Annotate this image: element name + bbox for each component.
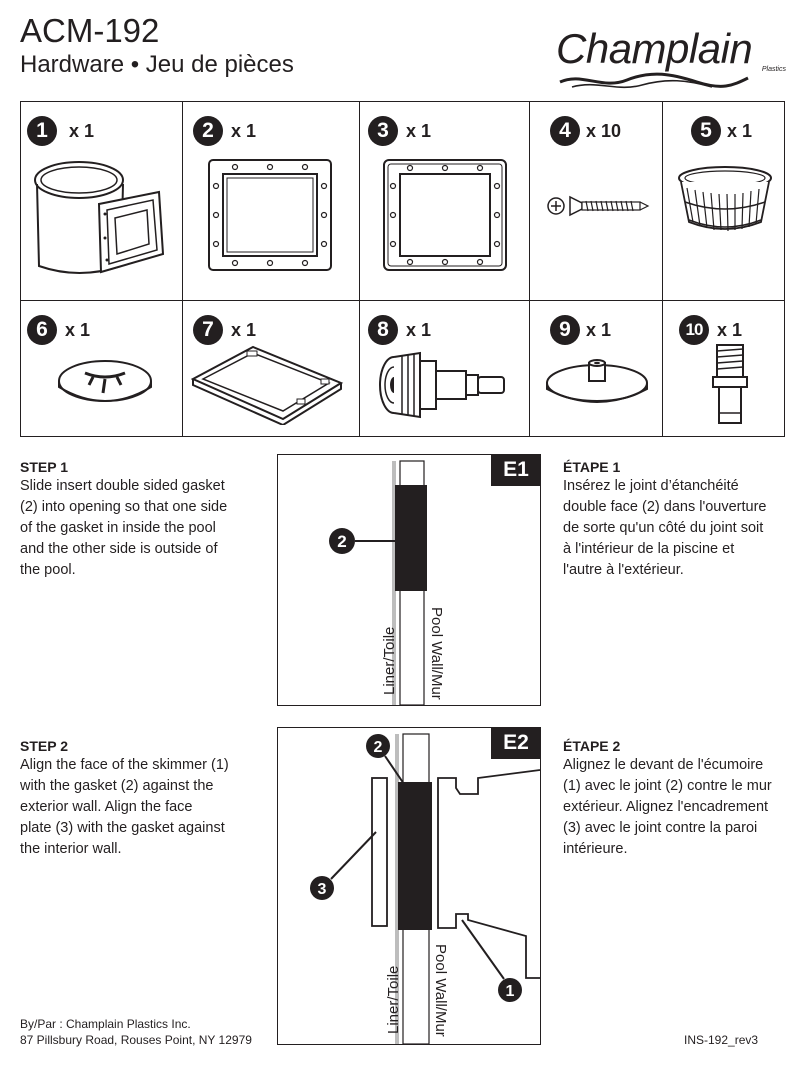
step2-heading-fr: ÉTAPE 2 [563,738,621,754]
part-number-badge: 10 [679,315,709,345]
brand-name: Champlain [556,25,753,72]
part-quantity: x 1 [231,121,257,141]
liner-label: Liner/Toile [385,965,402,1034]
text-line: (1) avec le joint (2) contre le mur [563,778,772,794]
part-number-badge: 4 [550,116,580,146]
text-line: the pool. [20,562,76,578]
disc-icon [546,359,648,403]
text-line: intérieure. [563,841,628,857]
text-line: Alignez le devant de l'écumoire [563,757,764,773]
diagram-e2-drawing: 2 3 1 [310,733,541,1045]
diagram-tag: E2 [491,727,541,759]
footer-by: By/Par : Champlain Plastics Inc. [20,1017,191,1031]
part-cell-9: 9 x 1 [530,301,663,436]
skimmer-body-icon [34,161,165,274]
step2-text-en: Align the face of the skimmer (1) with t… [20,755,229,860]
return-fitting-icon [379,351,505,419]
part-cell-6: 6 x 1 [21,301,183,436]
part-cell-5: 5 x 1 [663,102,784,301]
diagram-e2: 2 3 1 E2 Pool Wall/Mur Liner/Toile [277,727,541,1045]
part-cell-1: 1 x 1 [21,102,183,301]
face-plate-icon [383,159,507,271]
step1-heading-en: STEP 1 [20,459,68,475]
part-quantity: x 1 [586,320,612,340]
text-line: l'autre à l'extérieur. [563,562,684,578]
part-quantity: x 1 [717,320,743,340]
text-line: à l'intérieur de la piscine et [563,541,735,557]
part-number-badge: 7 [193,315,223,345]
brand-logo: Champlain Plastics [552,24,792,94]
text-line: de sorte qu'un côté du joint soit [563,520,764,536]
diagram-e1-drawing: 2 [329,460,427,706]
pool-wall-label: Pool Wall/Mur [428,607,445,700]
part-number-badge: 3 [368,116,398,146]
footer-doc-id: INS-192_rev3 [684,1033,759,1047]
weir-door-icon [191,345,344,425]
text-line: extérieur. Alignez l'encadrement [563,799,769,815]
text-line: (2) into opening so that one side [20,499,228,515]
page-title: ACM-192 [20,12,160,49]
step2-text-fr: Alignez le devant de l'écumoire (1) avec… [563,755,772,860]
part-quantity: x 1 [69,121,95,141]
part-quantity: x 1 [406,121,432,141]
text-line: Slide insert double sided gasket [20,478,225,494]
step1-heading-fr: ÉTAPE 1 [563,459,621,475]
text-line: plate (3) with the gasket against [20,820,225,836]
callout-number: 3 [318,881,327,898]
callout-number: 2 [374,739,383,756]
part-number-badge: 9 [550,315,580,345]
part-quantity: x 1 [65,320,91,340]
page-subtitle: Hardware • Jeu de pièces [20,51,294,78]
lid-icon [58,360,152,402]
footer-address: 87 Pillsbury Road, Rouses Point, NY 1297… [20,1033,252,1047]
callout-number: 1 [506,983,515,1000]
part-cell-4: 4 x 10 [530,102,663,301]
pool-wall-label: Pool Wall/Mur [432,944,449,1037]
liner-label: Liner/Toile [381,626,398,695]
part-cell-10: 10 x 1 [663,301,784,436]
diagram-e1: 2 E1 Pool Wall/Mur Liner/Toile [277,454,541,706]
text-line: (3) avec le joint contre la paroi [563,820,758,836]
parts-grid: 1 x 1 2 x 1 3 x 1 [20,101,785,437]
text-line: double face (2) dans l'ouverture [563,499,767,515]
text-line: of the gasket in inside the pool [20,520,216,536]
screw-icon [547,195,650,217]
step1-text-fr: Insérez le joint d’étanchéité double fac… [563,476,766,581]
part-quantity: x 1 [727,121,753,141]
part-quantity: x 1 [406,320,432,340]
part-number-badge: 5 [691,116,721,146]
gasket-icon [208,159,332,271]
callout-number: 2 [337,532,346,551]
part-number-badge: 6 [27,315,57,345]
part-cell-2: 2 x 1 [183,102,360,301]
part-number-badge: 1 [27,116,57,146]
text-line: and the other side is outside of [20,541,218,557]
text-line: the interior wall. [20,841,122,857]
brand-sub: Plastics [761,66,786,73]
part-cell-7: 7 x 1 [183,301,360,436]
text-line: Align the face of the skimmer (1) [20,757,229,773]
step1-text-en: Slide insert double sided gasket (2) int… [20,476,227,581]
part-quantity: x 10 [586,121,622,141]
part-quantity: x 1 [231,320,257,340]
part-cell-3: 3 x 1 [360,102,530,301]
step2-heading-en: STEP 2 [20,738,68,754]
part-cell-8: 8 x 1 [360,301,530,436]
brand-wave-icon [559,72,749,89]
hose-adapter-icon [712,344,748,424]
text-line: exterior wall. Align the face [20,799,193,815]
diagram-tag: E1 [491,454,541,486]
basket-icon [678,166,772,232]
part-number-badge: 2 [193,116,223,146]
part-number-badge: 8 [368,315,398,345]
text-line: with the gasket (2) against the [20,778,214,794]
text-line: Insérez le joint d’étanchéité [563,478,739,494]
